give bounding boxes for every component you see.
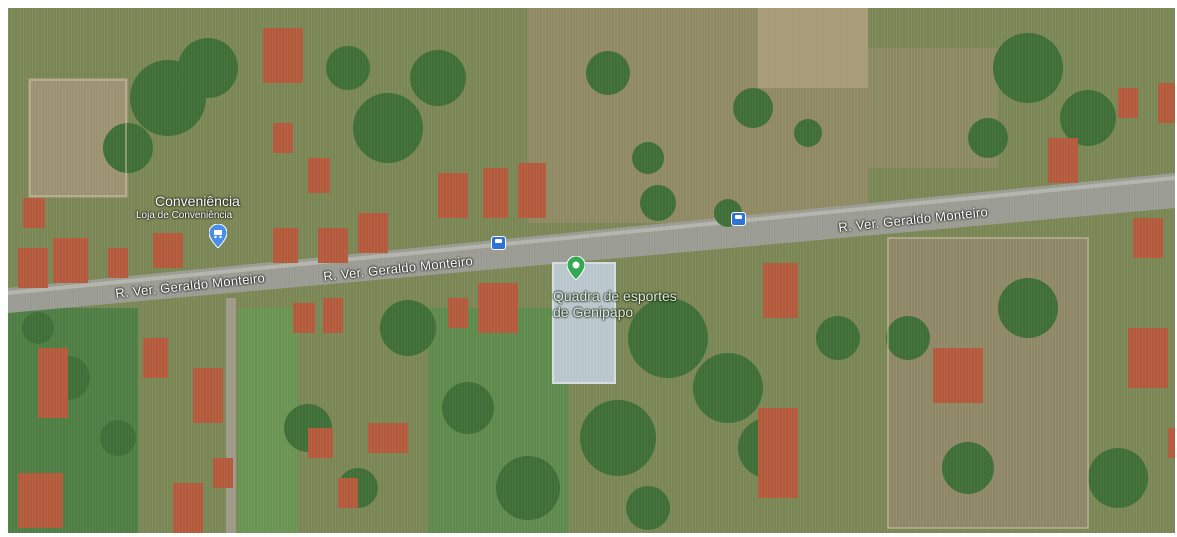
shopping-cart-icon[interactable] — [209, 224, 227, 248]
poi-name-sports-court-line2[interactable]: de Genipapo — [553, 304, 634, 320]
satellite-map[interactable] — [8, 8, 1175, 533]
poi-category-convenience: Loja de Conveniência — [136, 210, 233, 221]
sports-pin-icon[interactable] — [567, 256, 585, 280]
bus-stop-icon[interactable] — [731, 212, 746, 226]
poi-name-sports-court-line1[interactable]: Quadra de esportes — [553, 288, 677, 304]
bus-stop-icon[interactable] — [491, 236, 506, 250]
poi-name-convenience[interactable]: Conveniência — [155, 193, 240, 209]
map-viewport[interactable]: R. Ver. Geraldo Monteiro R. Ver. Geraldo… — [8, 8, 1175, 533]
